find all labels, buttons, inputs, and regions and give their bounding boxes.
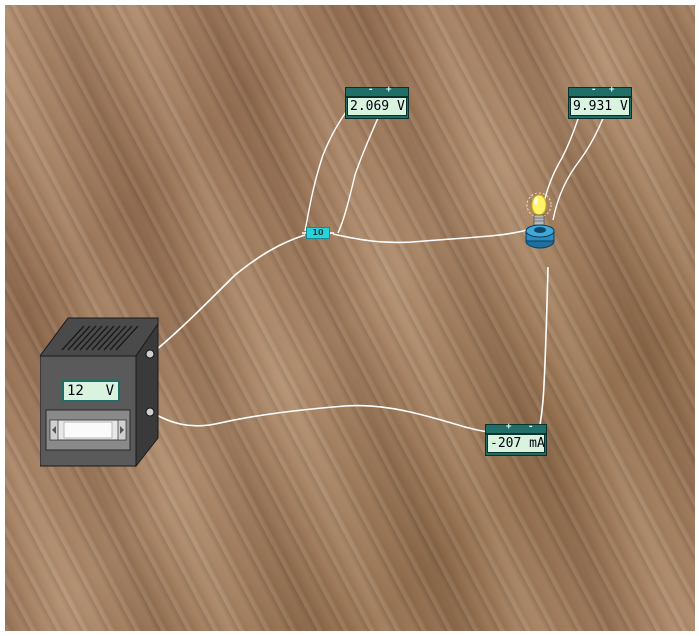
wire-resistor-to-bulb[interactable]: [332, 229, 528, 244]
meter-terminal-bar: + -: [485, 422, 547, 434]
ammeter[interactable]: + - -207 mA: [485, 422, 547, 458]
terminal-minus-label[interactable]: -: [368, 85, 374, 95]
wire-psu-negative-to-ammeter[interactable]: [150, 404, 494, 433]
power-supply[interactable]: 12 V: [39, 314, 165, 470]
resistor[interactable]: 10: [302, 224, 334, 242]
resistor-value-label: 10: [306, 227, 330, 239]
power-supply-housing: [39, 317, 159, 468]
voltmeter-resistor[interactable]: - + 2.069 V: [345, 85, 409, 121]
voltmeter-reading: 2.069 V: [347, 97, 407, 116]
psu-voltage-unit: V: [105, 383, 114, 399]
ammeter-reading: -207 mA: [487, 434, 545, 453]
terminal-minus-label[interactable]: -: [591, 85, 597, 95]
terminal-minus-label[interactable]: -: [528, 422, 534, 432]
terminal-plus-label[interactable]: +: [609, 85, 615, 95]
light-bulb[interactable]: [522, 183, 558, 269]
lightbulb-icon: [525, 192, 555, 249]
psu-voltage-display: 12 V: [62, 380, 120, 402]
terminal-plus-label[interactable]: +: [386, 85, 392, 95]
voltage-slider[interactable]: [50, 420, 126, 440]
terminal-plus-label[interactable]: +: [506, 422, 512, 432]
meter-terminal-bar: - +: [568, 85, 632, 97]
circuit-workbench[interactable]: - + 2.069 V - + 9.931 V + - -207 mA: [5, 5, 695, 631]
voltmeter-reading: 9.931 V: [570, 97, 630, 116]
wire-bulb-to-ammeter[interactable]: [538, 266, 549, 431]
meter-terminal-bar: - +: [345, 85, 409, 97]
voltmeter-bulb[interactable]: - + 9.931 V: [568, 85, 632, 121]
wire-psu-positive-to-resistor[interactable]: [150, 234, 306, 355]
psu-voltage-value: 12: [67, 383, 84, 399]
